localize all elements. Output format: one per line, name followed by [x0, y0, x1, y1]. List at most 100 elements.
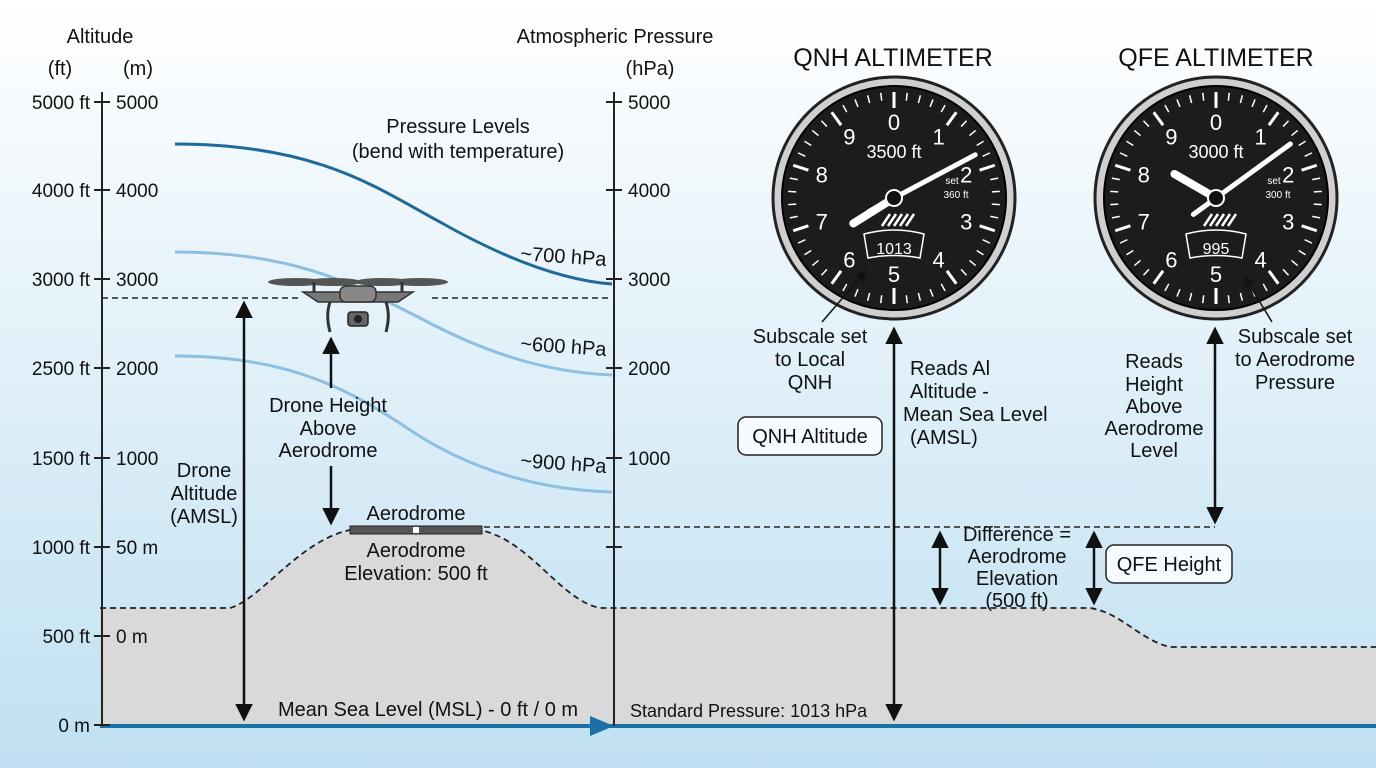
dial-number: 3 — [960, 209, 972, 234]
dial-number: 9 — [1165, 125, 1177, 150]
altimeter-readout: 3500 ft — [866, 142, 921, 162]
qfe-subscale-note-3: Pressure — [1255, 372, 1335, 394]
drone-altitude-label-1: Drone — [177, 460, 231, 482]
qnh-reads-2: Altitude - — [910, 381, 989, 403]
difference-label-4: (500 ft) — [985, 590, 1048, 612]
right-tick-label: 2000 — [628, 359, 670, 380]
qnh-subscale-note-2: to Local — [775, 349, 845, 371]
subscale-hatch-icon — [1202, 213, 1238, 227]
msl-arrow-icon — [590, 716, 614, 736]
qnh-reads-4: (AMSL) — [910, 427, 978, 449]
qfe-reads-3: Above — [1126, 396, 1183, 418]
dial-number: 4 — [1255, 247, 1267, 272]
ground-terrain — [100, 530, 1376, 726]
set-label: set — [945, 176, 959, 187]
right-tick-label: 3000 — [628, 270, 670, 291]
dial-number: 3 — [1282, 209, 1294, 234]
aerodrome-elevation-2: Elevation: 500 ft — [344, 563, 488, 585]
dial-number: 4 — [933, 247, 945, 272]
qnh-subscale-note-1: Subscale set — [753, 326, 868, 348]
qfe-reads-5: Level — [1130, 440, 1178, 462]
dial-number: 6 — [843, 247, 855, 272]
set-label: set — [1267, 176, 1281, 187]
dial-number: 7 — [816, 209, 828, 234]
left-tick-m-label: 1000 — [116, 449, 158, 470]
difference-label-1: Difference = — [963, 524, 1071, 546]
drone-height-label-1: Drone Height — [269, 395, 387, 417]
dial-number: 2 — [1282, 163, 1294, 188]
subscale-window — [1185, 229, 1247, 259]
subscale-hatch-icon — [880, 213, 916, 227]
set-value: 360 ft — [943, 190, 968, 201]
qnh-badge-box — [737, 416, 883, 456]
qfe-subscale-note-2: to Aerodrome — [1235, 349, 1355, 371]
drone-height-label-2: Above — [300, 418, 357, 440]
set-value: 300 ft — [1265, 190, 1290, 201]
dial-number: 8 — [816, 163, 828, 188]
qnh-badge: QNH Altitude — [752, 426, 868, 448]
right-axis-title: Atmospheric Pressure — [517, 26, 714, 48]
drone-altitude-label-3: (AMSL) — [170, 506, 238, 528]
left-tick-ft-label: 5000 ft — [32, 93, 91, 114]
msl-label: Mean Sea Level (MSL) - 0 ft / 0 m — [278, 699, 578, 721]
qfe-reads-4: Aerodrome — [1105, 418, 1204, 440]
subscale-value: 995 — [1203, 241, 1230, 258]
right-tick-label: 5000 — [628, 93, 670, 114]
altimeter-readout: 3000 ft — [1188, 142, 1243, 162]
left-tick-ft-label: 2500 ft — [32, 359, 91, 380]
ground-outline — [100, 529, 1376, 648]
dial-number: 2 — [960, 163, 972, 188]
pressure-line-700 — [174, 142, 613, 286]
dial-number: 5 — [888, 262, 900, 287]
left-tick-m-label: 0 m — [116, 627, 148, 648]
difference-label-3: Elevation — [976, 568, 1058, 590]
dial-number: 0 — [1210, 110, 1222, 135]
qfe-title: QFE ALTIMETER — [1118, 44, 1313, 72]
subscale-window — [863, 229, 925, 259]
left-tick-m-label: 4000 — [116, 181, 158, 202]
qnh-title: QNH ALTIMETER — [793, 44, 993, 72]
left-tick-ft-label: 4000 ft — [32, 181, 91, 202]
dial-number: 1 — [933, 125, 945, 150]
drone-icon — [268, 278, 448, 333]
qfe-reads-1: Reads — [1125, 351, 1183, 373]
left-axis-unit-m: (m) — [123, 58, 153, 80]
left-tick-m-label: 50 m — [116, 538, 158, 559]
drone-height-label-3: Aerodrome — [279, 440, 378, 462]
dial-number: 9 — [843, 125, 855, 150]
left-tick-m-label: 2000 — [116, 359, 158, 380]
right-axis-unit: (hPa) — [626, 58, 675, 80]
left-tick-ft-label: 1500 ft — [32, 449, 91, 470]
qfe-reads-2: Height — [1125, 374, 1183, 396]
dial-number: 8 — [1138, 163, 1150, 188]
right-axis-ticks: 5000 4000 3000 2000 1000 — [606, 93, 670, 548]
left-axis-title: Altitude — [67, 26, 134, 48]
qnh-reads-1: Reads Al — [910, 358, 990, 380]
dial-number: 7 — [1138, 209, 1150, 234]
left-tick-ft-label: 0 m — [58, 716, 90, 737]
left-tick-ft-label: 3000 ft — [32, 270, 91, 291]
qfe-subscale-note-1: Subscale set — [1238, 326, 1353, 348]
right-tick-label: 1000 — [628, 449, 670, 470]
left-tick-ft-label: 500 ft — [42, 627, 90, 648]
qfe-subscale-pointer — [1243, 276, 1273, 323]
left-axis-unit-ft: (ft) — [48, 58, 72, 80]
standard-pressure-label: Standard Pressure: 1013 hPa — [630, 701, 868, 721]
right-tick-label: 4000 — [628, 181, 670, 202]
left-tick-m-label: 3000 — [116, 270, 158, 291]
pressure-line-600 — [174, 250, 613, 377]
pressure-line-900 — [174, 354, 613, 494]
qfe-badge-box — [1105, 544, 1233, 584]
dial-number: 0 — [888, 110, 900, 135]
dial-number: 5 — [1210, 262, 1222, 287]
qnh-subscale-note-3: QNH — [788, 372, 832, 394]
qnh-reads-3: Mean Sea Level — [903, 404, 1048, 426]
qfe-badge: QFE Height — [1117, 554, 1222, 576]
dial-number: 1 — [1255, 125, 1267, 150]
pressure-levels-title: Pressure Levels — [386, 116, 529, 138]
